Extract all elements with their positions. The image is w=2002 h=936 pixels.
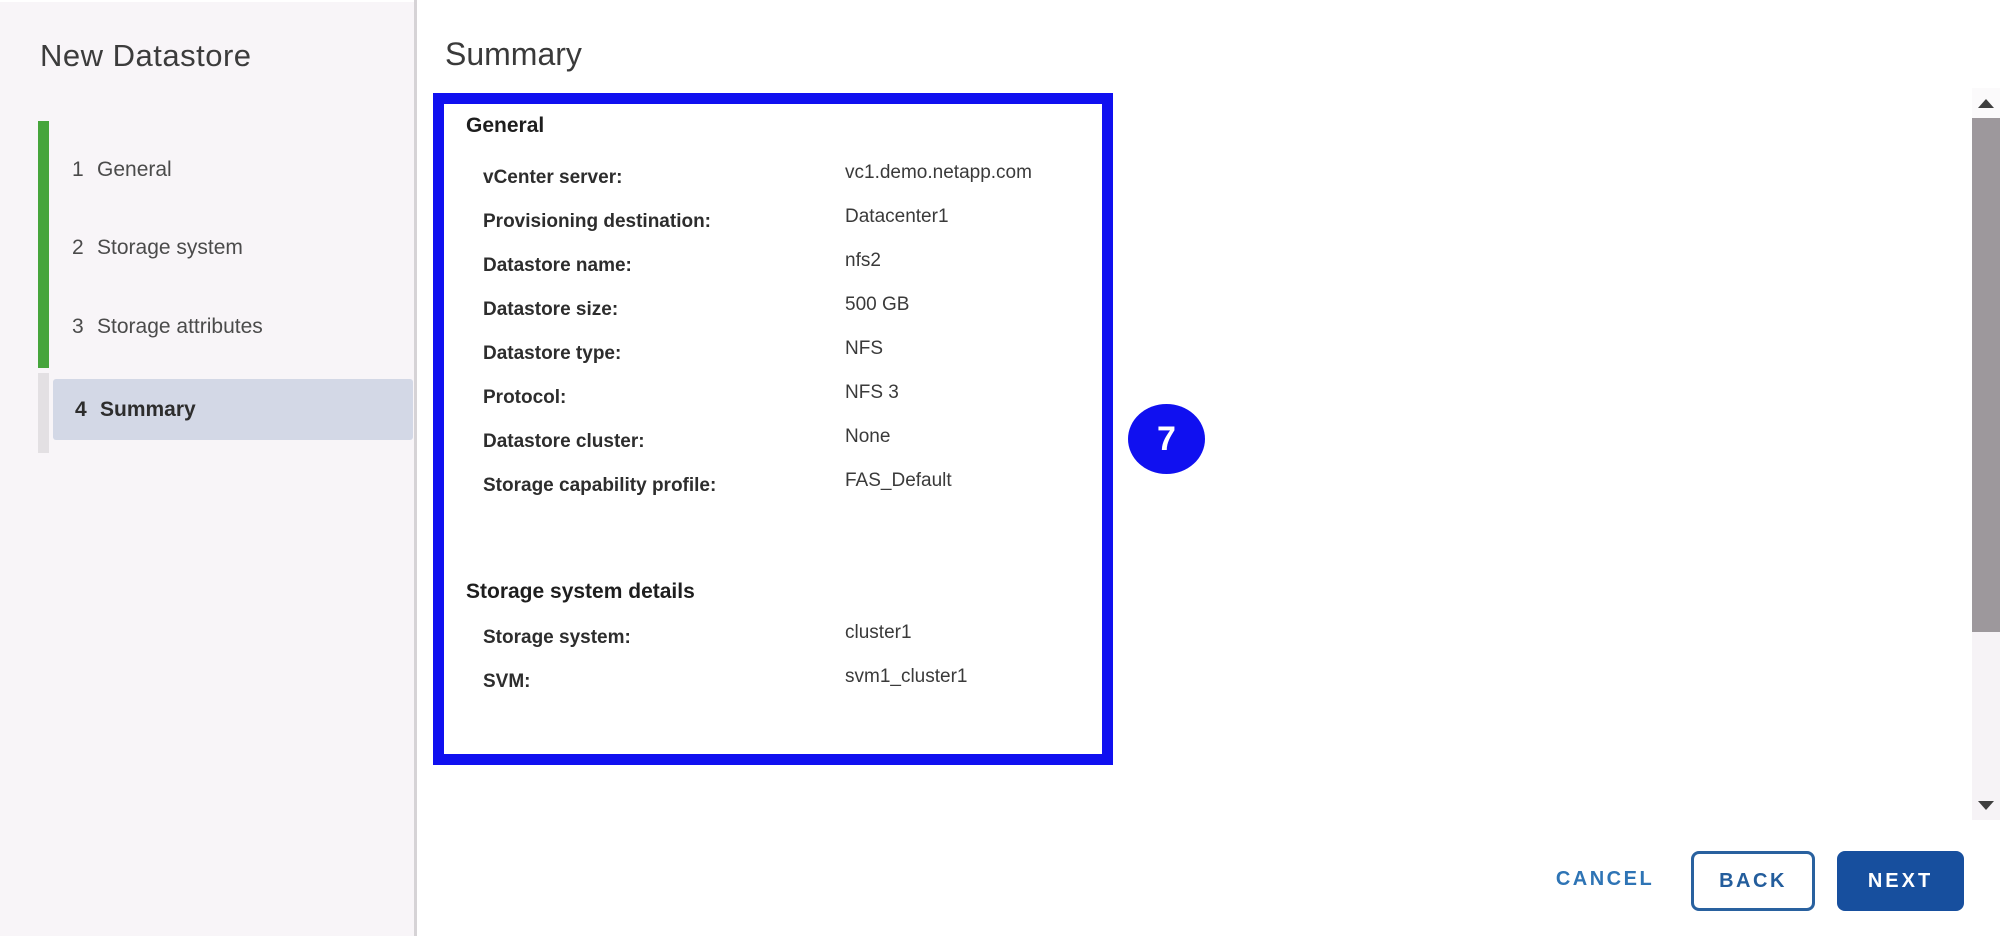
steps-progress-bar-current [38,373,49,453]
summary-row-protocol: Protocol: NFS 3 [483,376,1032,420]
scroll-down-arrow-icon [1978,800,1994,810]
summary-highlight-box: General vCenter server: vc1.demo.netapp.… [433,93,1113,765]
row-value: vc1.demo.netapp.com [845,162,1032,183]
row-label: Protocol: [483,387,567,408]
scrollbar-thumb[interactable] [1972,118,2000,632]
section-heading-storage-system-details: Storage system details [466,580,695,603]
step-label: Storage attributes [97,315,263,338]
summary-row-storage-capability-profile: Storage capability profile: FAS_Default [483,464,1032,508]
wizard-title: New Datastore [40,38,252,73]
cancel-button[interactable]: CANCEL [1540,868,1670,891]
section-heading-general: General [466,114,545,137]
row-label: SVM: [483,671,531,692]
row-label: Provisioning destination: [483,211,712,232]
row-value: svm1_cluster1 [845,666,968,687]
sidebar-item-summary[interactable]: 4 Summary [53,379,413,440]
wizard-sidebar: New Datastore 1 General 2 Storage system… [0,2,414,936]
step-number: 3 [72,315,84,338]
steps-progress-bar-completed [38,121,49,368]
step-label: General [97,158,172,181]
next-button[interactable]: NEXT [1837,851,1964,911]
summary-row-datastore-size: Datastore size: 500 GB [483,288,1032,332]
scroll-up-button[interactable] [1972,88,2000,118]
storage-system-rows: Storage system: cluster1 SVM: svm1_clust… [483,616,968,704]
vertical-scrollbar[interactable] [1972,88,2000,820]
summary-row-datastore-cluster: Datastore cluster: None [483,420,1032,464]
row-label: Storage system: [483,627,631,648]
row-value: FAS_Default [845,470,952,491]
step-label: Storage system [97,236,243,259]
row-label: Datastore size: [483,299,619,320]
annotation-step-badge: 7 [1128,404,1205,474]
back-button[interactable]: BACK [1691,851,1815,911]
step-number: 4 [75,397,87,421]
row-value: 500 GB [845,294,910,315]
step-number: 2 [72,236,84,259]
sidebar-item-general[interactable]: 1 General [72,158,172,182]
summary-row-datastore-name: Datastore name: nfs2 [483,244,1032,288]
row-value: Datacenter1 [845,206,949,227]
step-label: Summary [100,397,196,421]
sidebar-item-storage-attributes[interactable]: 3 Storage attributes [72,315,263,339]
page-title: Summary [445,36,582,72]
row-label: vCenter server: [483,167,623,188]
row-value: None [845,426,891,447]
row-label: Storage capability profile: [483,475,717,496]
summary-row-svm: SVM: svm1_cluster1 [483,660,968,704]
scroll-down-button[interactable] [1972,790,2000,820]
summary-row-datastore-type: Datastore type: NFS [483,332,1032,376]
row-label: Datastore cluster: [483,431,645,452]
summary-row-provisioning-destination: Provisioning destination: Datacenter1 [483,200,1032,244]
summary-row-vcenter-server: vCenter server: vc1.demo.netapp.com [483,156,1032,200]
sidebar-divider [414,0,417,936]
row-label: Datastore type: [483,343,622,364]
summary-row-storage-system: Storage system: cluster1 [483,616,968,660]
sidebar-item-storage-system[interactable]: 2 Storage system [72,236,243,260]
row-value: NFS 3 [845,382,899,403]
scroll-up-arrow-icon [1978,98,1994,108]
general-rows: vCenter server: vc1.demo.netapp.com Prov… [483,156,1032,508]
row-label: Datastore name: [483,255,632,276]
row-value: NFS [845,338,883,359]
step-number: 1 [72,158,84,181]
row-value: nfs2 [845,250,881,271]
row-value: cluster1 [845,622,912,643]
